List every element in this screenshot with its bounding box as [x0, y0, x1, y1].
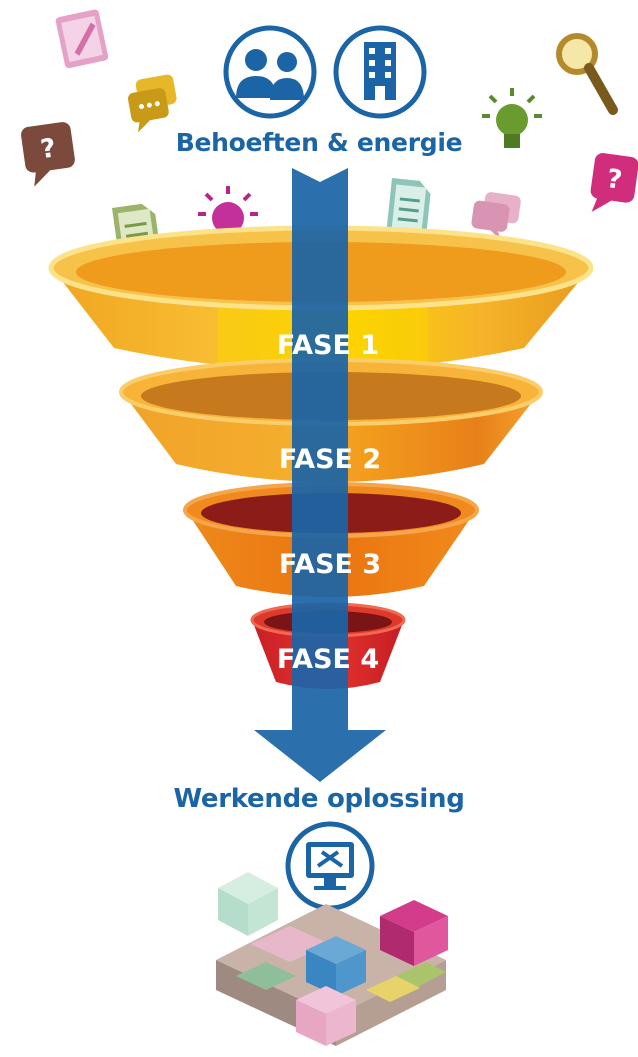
phase-4-label: FASE 4 [277, 644, 379, 675]
phase-2-label: FASE 2 [279, 444, 381, 475]
lightbulb-icon [482, 88, 542, 148]
monitor-tools-icon [285, 821, 375, 911]
building-icon [333, 25, 427, 119]
bottom-label: Werkende oplossing [173, 784, 465, 814]
phase-3-label: FASE 3 [279, 549, 381, 580]
magnifier-icon [556, 33, 618, 115]
top-label: Behoeften & energie [175, 128, 463, 157]
chat-bubbles-icon [471, 192, 521, 243]
svg-text:?: ? [39, 133, 58, 165]
note-pencil-icon [55, 9, 109, 69]
phase-1 [48, 225, 594, 370]
question-bubble-icon: ? [21, 122, 75, 187]
phase-1-label: FASE 1 [277, 330, 379, 361]
svg-text:?: ? [605, 164, 624, 196]
phase-3 [183, 482, 479, 597]
flow-arrow [254, 168, 386, 782]
chat-bubbles-icon [128, 74, 177, 133]
question-bubble-icon: ? [590, 153, 638, 212]
document-icon [385, 178, 431, 242]
cubes-icon [216, 872, 448, 1046]
people-icon [223, 25, 317, 119]
